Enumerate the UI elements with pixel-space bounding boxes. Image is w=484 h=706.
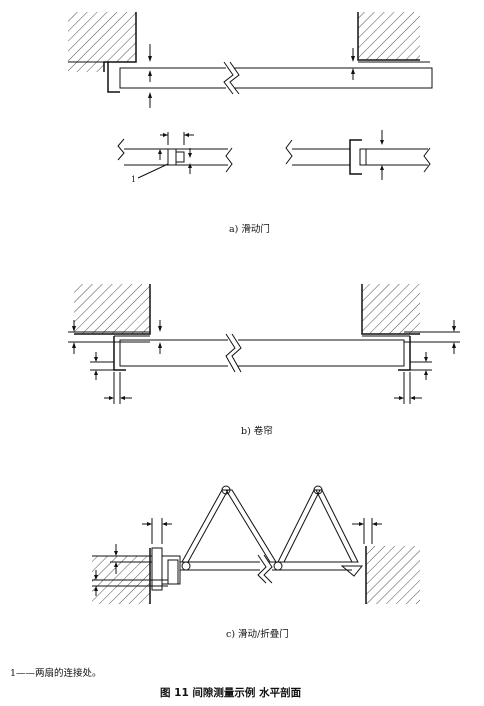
wall-right-c <box>365 546 420 604</box>
gap-dimension-a-left <box>148 44 152 108</box>
guide-rail-a <box>107 62 120 93</box>
end-stile-left-c <box>151 547 181 591</box>
detail-meeting-stiles: 1 <box>117 132 233 184</box>
gap-dimension-c <box>92 518 382 596</box>
wall-left-b <box>74 284 151 335</box>
subfigure-b-roller-shutter: b) 卷帘 <box>68 284 460 437</box>
folding-panels-c <box>181 485 364 577</box>
door-leaf-a <box>119 61 433 95</box>
wall-right-a <box>357 12 420 61</box>
gap-dimension-b-left <box>68 320 162 404</box>
wall-left-a <box>68 12 137 72</box>
gap-dimension-a-right <box>351 48 355 80</box>
figure-caption: 图 11 间隙测量示例 水平剖面 <box>160 686 302 699</box>
subfigure-c-sliding-folding-door: c) 滑动/折叠门 <box>92 485 420 640</box>
gap-dimension-b-right <box>394 320 460 404</box>
track-c <box>180 554 352 584</box>
caption-a: a) 滑动门 <box>229 223 270 235</box>
caption-b: b) 卷帘 <box>241 425 273 437</box>
curtain-b <box>119 333 405 373</box>
caption-c: c) 滑动/折叠门 <box>226 628 289 640</box>
callout-number-1: 1 <box>131 175 136 184</box>
detail-channel-stile <box>285 130 431 180</box>
wall-right-b <box>361 284 420 335</box>
subfigure-a-sliding-door: 1 a) 滑动门 <box>68 12 433 235</box>
figure-note: 1——两扇的连接处。 <box>10 667 102 679</box>
